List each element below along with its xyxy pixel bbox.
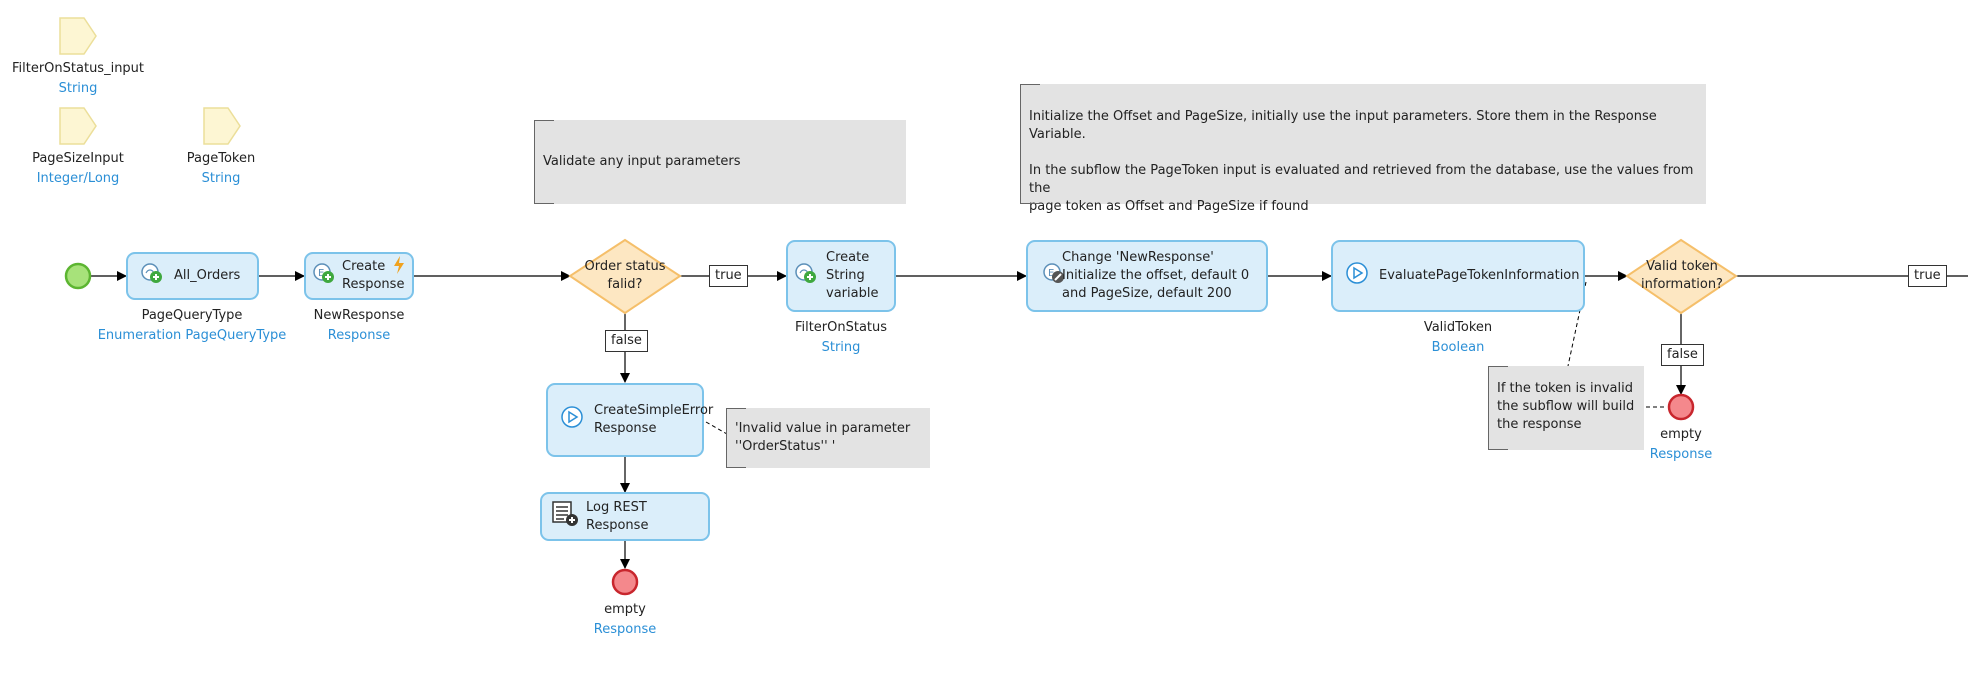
activity-create-response-label: Create Response — [342, 259, 405, 292]
activity-create-string-var: FilterOnStatus — [794, 320, 888, 335]
activity-create-simple-error[interactable]: CreateSimpleError Response — [546, 383, 713, 457]
flow-label-true-2: true — [1908, 265, 1947, 287]
activity-all-orders-type: Enumeration PageQueryType — [97, 328, 287, 343]
activity-change-response-label: Change 'NewResponse' Initialize the offs… — [1062, 250, 1250, 301]
flow-label-false-2: false — [1661, 344, 1704, 366]
activity-create-response[interactable]: E Create Response — [304, 252, 414, 300]
sub-microflow-icon — [560, 405, 584, 435]
end-event-2[interactable] — [1667, 393, 1695, 421]
parameter-shape-pagesize[interactable] — [59, 107, 97, 145]
activity-evaluate-token-label: EvaluatePageTokenInformation — [1379, 268, 1580, 283]
activity-log-rest-response[interactable]: Log REST Response — [540, 492, 710, 541]
decision-valid-token-label: Valid token information? — [1641, 259, 1723, 292]
parameter-label-filteronstatus: FilterOnStatus_input — [11, 61, 145, 76]
activity-log-rest-response-label: Log REST Response — [586, 499, 649, 533]
decision-valid-token-shape[interactable] — [1625, 238, 1738, 315]
activity-evaluate-token-var: ValidToken — [1423, 320, 1493, 335]
parameter-type-filteronstatus: String — [58, 81, 98, 96]
activity-create-response-type: Response — [327, 328, 391, 343]
parameter-label-pagesize: PageSizeInput — [32, 151, 124, 166]
log-list-icon — [552, 500, 580, 533]
flow-label-false-1: false — [605, 330, 648, 352]
activity-create-response-var: NewResponse — [313, 308, 405, 323]
end-event-1[interactable] — [611, 568, 639, 596]
create-object-icon: E — [312, 261, 336, 291]
activity-all-orders[interactable]: All_Orders — [126, 252, 259, 300]
end-event-1-type: Response — [593, 622, 657, 637]
parameter-type-pagetoken: String — [201, 171, 241, 186]
parameter-shape-filteronstatus[interactable] — [59, 17, 97, 55]
end-event-2-label: empty — [1660, 427, 1702, 442]
end-event-2-type: Response — [1649, 447, 1713, 462]
activity-all-orders-label: All_Orders — [174, 268, 241, 283]
decision-order-status-shape[interactable] — [568, 238, 682, 315]
flow-label-true-1: true — [709, 265, 748, 287]
activity-create-string-type: String — [821, 340, 861, 355]
activity-create-simple-error-label: CreateSimpleError Response — [594, 403, 714, 436]
activity-create-string-label: Create String variable — [826, 250, 879, 301]
activity-evaluate-token-type: Boolean — [1431, 340, 1485, 355]
annotation-invalid-value[interactable]: 'Invalid value in parameter ''OrderStatu… — [726, 408, 930, 468]
svg-text:E: E — [1048, 268, 1054, 279]
create-variable-icon — [140, 261, 164, 291]
change-object-icon: E — [1042, 261, 1066, 291]
activity-evaluate-token[interactable]: EvaluatePageTokenInformation — [1331, 240, 1585, 312]
annotation-initialize-offset[interactable]: Initialize the Offset and PageSize, init… — [1020, 84, 1706, 214]
annotation-validate-parameters[interactable]: Validate any input parameters — [534, 120, 906, 204]
parameter-shape-pagetoken[interactable] — [203, 107, 241, 145]
lightning-icon — [392, 256, 406, 280]
parameter-type-pagesize: Integer/Long — [36, 171, 120, 186]
decision-order-status-label: Order status falid? — [584, 259, 666, 292]
activity-change-response[interactable]: E Change 'NewResponse' Initialize the of… — [1026, 240, 1268, 312]
start-event[interactable] — [64, 262, 92, 290]
create-variable-icon — [794, 261, 818, 291]
end-event-1-label: empty — [604, 602, 646, 617]
activity-create-string[interactable]: Create String variable — [786, 240, 896, 312]
svg-text:E: E — [318, 268, 324, 279]
activity-all-orders-var: PageQueryType — [141, 308, 243, 323]
sub-microflow-icon — [1345, 261, 1369, 291]
annotation-token-invalid[interactable]: If the token is invalid the subflow will… — [1488, 366, 1644, 450]
parameter-label-pagetoken: PageToken — [186, 151, 256, 166]
